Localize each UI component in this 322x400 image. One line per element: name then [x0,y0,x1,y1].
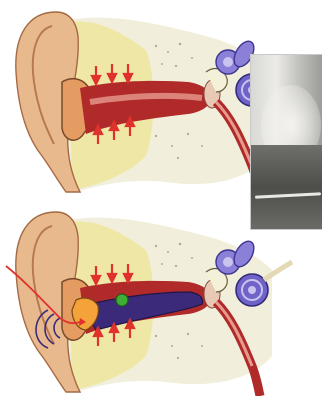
microphone-icon [116,294,128,306]
ear-diagram-top [6,6,276,196]
photo-inset [250,54,322,230]
ear-diagram-bottom [0,206,300,396]
